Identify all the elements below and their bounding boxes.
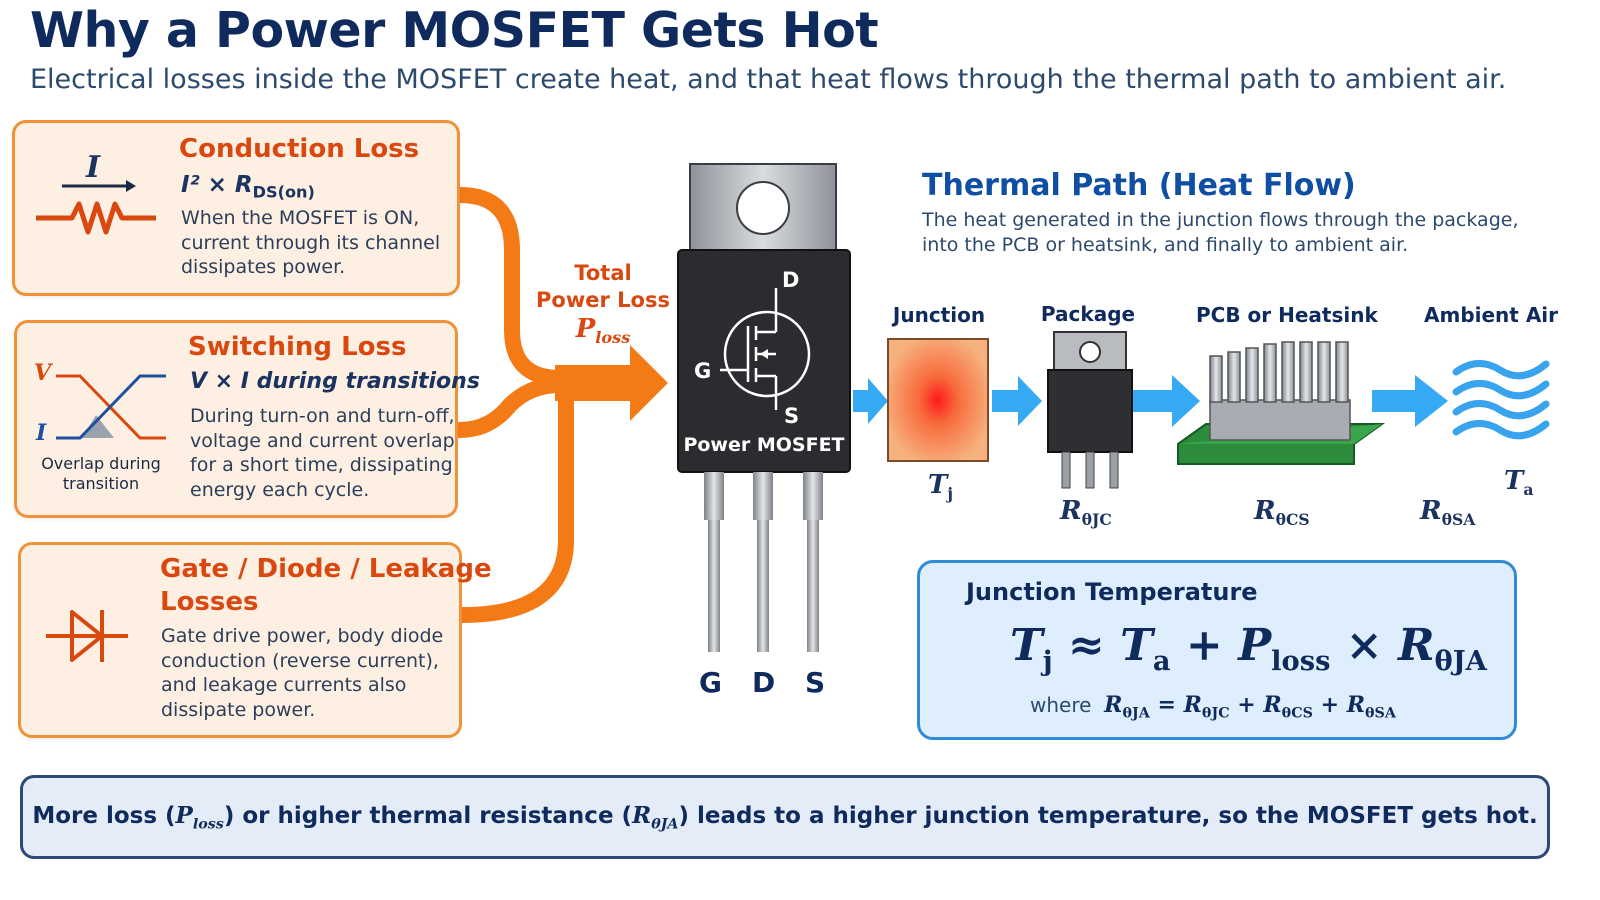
page-title: Why a Power MOSFET Gets Hot (30, 2, 879, 59)
switching-formula: V × I during transitions (190, 369, 480, 394)
conduction-loss-card (12, 120, 460, 296)
conduction-flow-line (452, 187, 568, 386)
stage-ambient-label: Ambient Air (1424, 303, 1559, 327)
gate-flow-line (454, 392, 574, 623)
thermal-resistance-sum: where RθJA = RθJC + RθCS + RθSA (1030, 692, 1396, 722)
junction-temperature-box (917, 560, 1517, 740)
mosfet-label: Power MOSFET (683, 434, 845, 456)
drain-symbol-label: D (782, 268, 800, 292)
conduction-loss-title: Conduction Loss (179, 134, 420, 164)
power-mosfet-package (677, 163, 851, 652)
pin-g-label: G (699, 666, 722, 699)
d-lead (753, 472, 773, 652)
current-label: I (86, 150, 101, 185)
resistor-icon (36, 180, 156, 235)
switching-loss-card (14, 320, 458, 518)
heat-arrow-2 (992, 376, 1042, 426)
conduction-formula: I² × RDS(on) (181, 172, 315, 202)
heatsink-icon (1177, 341, 1386, 465)
g-lead (704, 472, 724, 652)
conduction-description: When the MOSFET is ON, current through i… (181, 207, 441, 278)
total-loss-arrow (555, 345, 668, 421)
summary-banner: More loss (Ploss) or higher thermal resi… (20, 775, 1550, 859)
switching-flow-line (452, 377, 568, 438)
voltage-label: V (34, 360, 52, 386)
page-subtitle: Electrical losses inside the MOSFET crea… (30, 64, 1507, 95)
junction-temperature-title: Junction Temperature (966, 578, 1258, 606)
junction-temperature-formula: Tj ≈ Ta + Ploss × RθJA (1010, 620, 1487, 677)
tj-symbol: Tj (928, 470, 954, 504)
thermal-path-title: Thermal Path (Heat Flow) (922, 168, 1356, 203)
gate-symbol-label: G (694, 359, 712, 383)
junction-block (887, 338, 989, 462)
switching-description: During turn-on and turn-off, voltage and… (190, 405, 455, 501)
vi-overlap-icon (56, 374, 166, 440)
gate-diode-leakage-card (18, 542, 462, 738)
ta-symbol: Ta (1504, 466, 1534, 500)
summary-text: More loss (Ploss) or higher thermal resi… (32, 801, 1538, 833)
pin-d-label: D (752, 666, 776, 699)
heat-arrow-1 (853, 378, 888, 424)
thermal-path-description: The heat generated in the junction flows… (922, 209, 1519, 256)
stage-package-label: Package (1040, 302, 1136, 326)
diode-icon (46, 610, 128, 662)
overlap-caption: Overlap during transition (41, 454, 161, 493)
ambient-air-icon (1452, 360, 1550, 440)
r-theta-sa-symbol: RθSA (1420, 496, 1476, 530)
current-i-label: I (36, 420, 47, 446)
mosfet-symbol (720, 288, 811, 410)
source-symbol-label: S (784, 404, 800, 428)
r-theta-jc-symbol: RθJC (1060, 496, 1112, 530)
switching-loss-title: Switching Loss (188, 332, 407, 362)
s-lead (803, 472, 823, 652)
heat-arrow-4 (1372, 375, 1448, 427)
gate-loss-title: Gate / Diode / Leakage Losses (160, 554, 492, 617)
heat-arrow-3 (1133, 375, 1200, 427)
r-theta-cs-symbol: RθCS (1254, 496, 1310, 530)
package-icon (1047, 331, 1133, 489)
stage-junction-label: Junction (892, 303, 986, 327)
gate-description: Gate drive power, body diode conduction … (161, 625, 444, 721)
stage-heatsink-label: PCB or Heatsink (1196, 303, 1378, 327)
pin-s-label: S (805, 666, 826, 699)
total-power-loss-label: Total Power Loss Ploss (536, 261, 670, 348)
